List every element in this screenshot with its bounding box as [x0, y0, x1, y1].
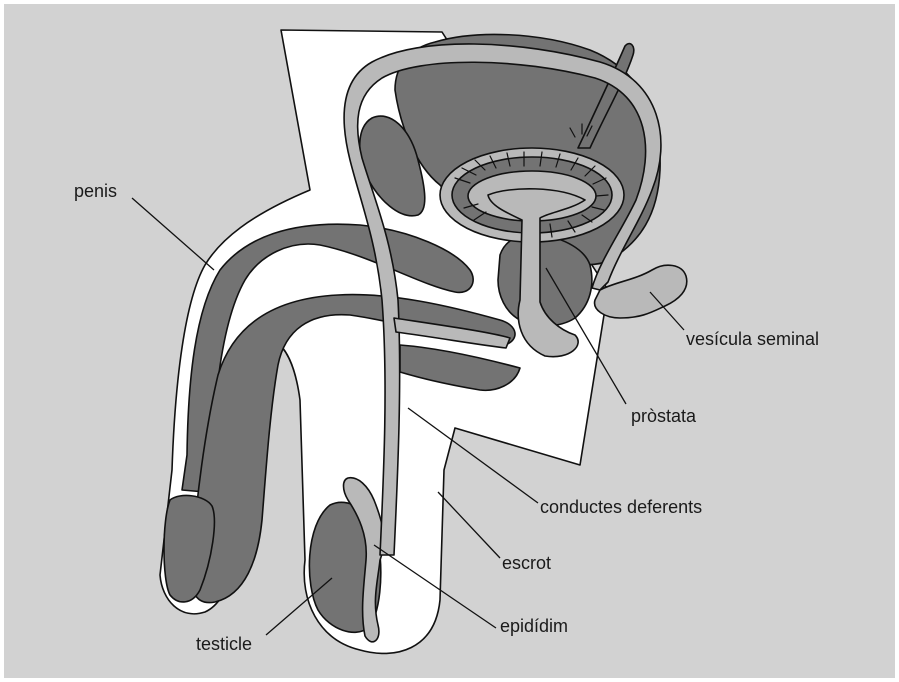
label-escrot: escrot: [502, 554, 551, 572]
label-epididim: epidídim: [500, 617, 568, 635]
label-testicle: testicle: [196, 635, 252, 653]
leader-escrot: [438, 492, 500, 558]
label-penis: penis: [74, 182, 117, 200]
label-prostata: pròstata: [631, 407, 696, 425]
label-vesicula-seminal: vesícula seminal: [686, 330, 819, 348]
label-conductes-deferents: conductes deferents: [540, 498, 702, 516]
leader-penis: [132, 198, 214, 270]
